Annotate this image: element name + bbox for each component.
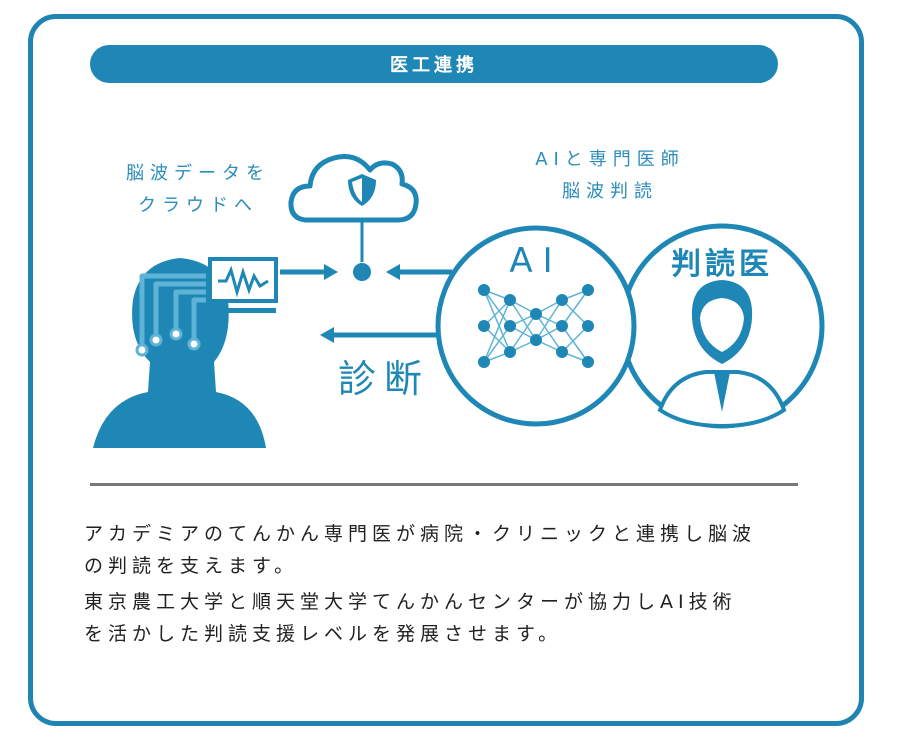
secure-cloud-icon bbox=[288, 154, 419, 223]
patient-head-icon bbox=[93, 258, 266, 448]
neural-network-icon bbox=[478, 284, 594, 368]
doctor-tie bbox=[714, 372, 730, 412]
diagnosis-label: 診断 bbox=[338, 357, 430, 401]
caption-ai-and-specialist: AIと専門医師 脳波判読 bbox=[505, 144, 715, 208]
arrow-to-cloud bbox=[280, 264, 338, 280]
title-text: 医工連携 bbox=[390, 55, 478, 76]
paragraph-1-line-2: の判読を支えます。 bbox=[84, 555, 299, 577]
paragraph-1-line-1: アカデミアのてんかん専門医が病院・クリニックと連携し脳波 bbox=[84, 523, 757, 545]
paragraph-1: アカデミアのてんかん専門医が病院・クリニックと連携し脳波 の判読を支えます。 bbox=[84, 518, 824, 582]
caption-right-line-1: AIと専門医師 bbox=[535, 149, 685, 170]
electrode-nodes bbox=[135, 327, 201, 357]
arrow-ai-to-cloud bbox=[386, 264, 452, 280]
eeg-monitor-icon bbox=[208, 257, 278, 313]
ai-label: AI bbox=[509, 241, 562, 281]
cloud-node bbox=[353, 263, 371, 281]
doctor-circle bbox=[619, 223, 825, 429]
outer-frame bbox=[28, 14, 864, 726]
paragraph-2-line-1: 東京農工大学と順天堂大学てんかんセンターが協力しAI技術 bbox=[84, 591, 737, 613]
caption-right-line-2: 脳波判読 bbox=[562, 181, 658, 202]
title-banner: 医工連携 bbox=[90, 45, 778, 83]
arrow-diagnosis bbox=[320, 327, 440, 343]
collaboration-diagram: AI 判読医 診断 bbox=[93, 154, 825, 448]
divider bbox=[90, 483, 798, 486]
electrode-wires bbox=[139, 273, 206, 346]
caption-left-line-2: クラウドへ bbox=[138, 195, 258, 216]
caption-eeg-to-cloud: 脳波データを クラウドへ bbox=[108, 158, 288, 222]
paragraph-2: 東京農工大学と順天堂大学てんかんセンターが協力しAI技術 を活かした判読支援レベ… bbox=[84, 586, 824, 650]
paragraph-2-line-2: を活かした判読支援レベルを発展させます。 bbox=[84, 623, 563, 645]
caption-left-line-1: 脳波データを bbox=[126, 163, 270, 184]
doctor-label: 判読医 bbox=[671, 247, 773, 282]
ai-circle bbox=[435, 225, 637, 427]
